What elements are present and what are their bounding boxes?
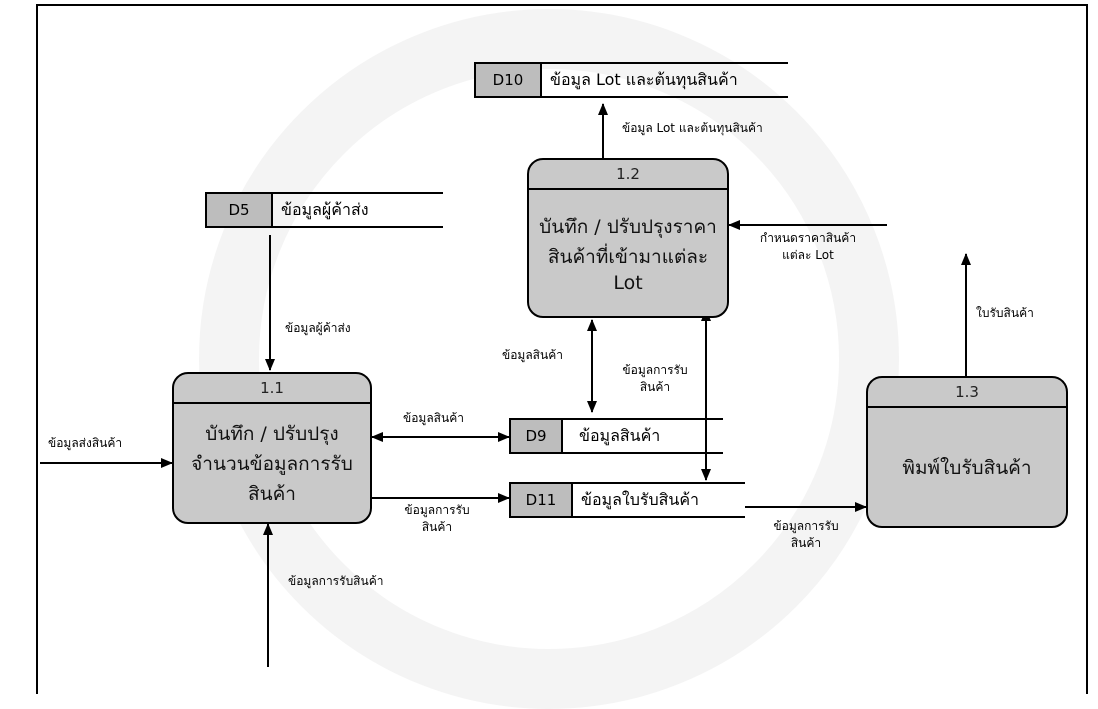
flow-label-supplier: ข้อมูลผู้ค้าส่ง [285, 321, 351, 335]
data-store-id: D9 [509, 420, 563, 452]
data-store-id: D10 [474, 64, 542, 96]
flow-label-receiving-11: ข้อมูลการรับ สินค้า [392, 502, 482, 536]
data-store-d5: D5 ข้อมูลผู้ค้าส่ง [205, 192, 443, 228]
flow-label-receiving-12: ข้อมูลการรับ สินค้า [610, 362, 700, 396]
flow-label-line: สินค้า [639, 380, 671, 394]
process-name: บันทึก / ปรับปรุงราคาสินค้าที่เข้ามาแต่ล… [539, 216, 717, 294]
process-name: พิมพ์ใบรับสินค้า [902, 457, 1032, 479]
data-store-id: D5 [205, 194, 273, 226]
diagram-frame [36, 4, 1088, 694]
flow-label-product-12: ข้อมูลสินค้า [502, 348, 563, 362]
data-store-id: D11 [509, 484, 573, 516]
process-1-1: 1.1 บันทึก / ปรับปรุงจำนวนข้อมูลการรับสิ… [172, 372, 372, 524]
flow-label-line: ข้อมูลการรับ [622, 363, 688, 377]
data-store-name: ข้อมูลผู้ค้าส่ง [281, 199, 369, 219]
process-id: 1.1 [174, 374, 370, 404]
flow-label-receiving-13: ข้อมูลการรับ สินค้า [756, 518, 856, 552]
flow-label-line: ข้อมูลการรับ [404, 503, 470, 517]
flow-label-receipt: ใบรับสินค้า [976, 306, 1034, 320]
flow-label-line: สินค้า [421, 520, 453, 534]
process-1-3: 1.3 พิมพ์ใบรับสินค้า [866, 376, 1068, 528]
data-store-d10: D10 ข้อมูล Lot และต้นทุนสินค้า [474, 62, 788, 98]
data-store-name: ข้อมูลใบรับสินค้า [581, 489, 700, 509]
data-store-name: ข้อมูลสินค้า [579, 425, 661, 445]
flow-label-set-price: กำหนดราคาสินค้า แต่ละ Lot [748, 230, 868, 264]
process-id: 1.3 [868, 378, 1066, 408]
data-store-d9: D9 ข้อมูลสินค้า [509, 418, 723, 454]
flow-label-line: กำหนดราคาสินค้า [759, 231, 857, 245]
process-name: บันทึก / ปรับปรุงจำนวนข้อมูลการรับสินค้า [191, 423, 353, 505]
flow-label-product-11: ข้อมูลสินค้า [403, 411, 464, 425]
process-1-2: 1.2 บันทึก / ปรับปรุงราคาสินค้าที่เข้ามา… [527, 158, 729, 318]
flow-label-line: สินค้า [790, 536, 822, 550]
data-store-name: ข้อมูล Lot และต้นทุนสินค้า [550, 69, 738, 89]
flow-label-receiving-in: ข้อมูลการรับสินค้า [288, 574, 384, 588]
process-id: 1.2 [529, 160, 727, 190]
flow-label-lot-cost: ข้อมูล Lot และต้นทุนสินค้า [622, 121, 763, 135]
flow-label-delivery-in: ข้อมูลส่งสินค้า [48, 436, 123, 450]
data-store-d11: D11 ข้อมูลใบรับสินค้า [509, 482, 745, 518]
flow-label-line: ข้อมูลการรับ [773, 519, 839, 533]
flow-label-line: แต่ละ Lot [782, 248, 834, 262]
